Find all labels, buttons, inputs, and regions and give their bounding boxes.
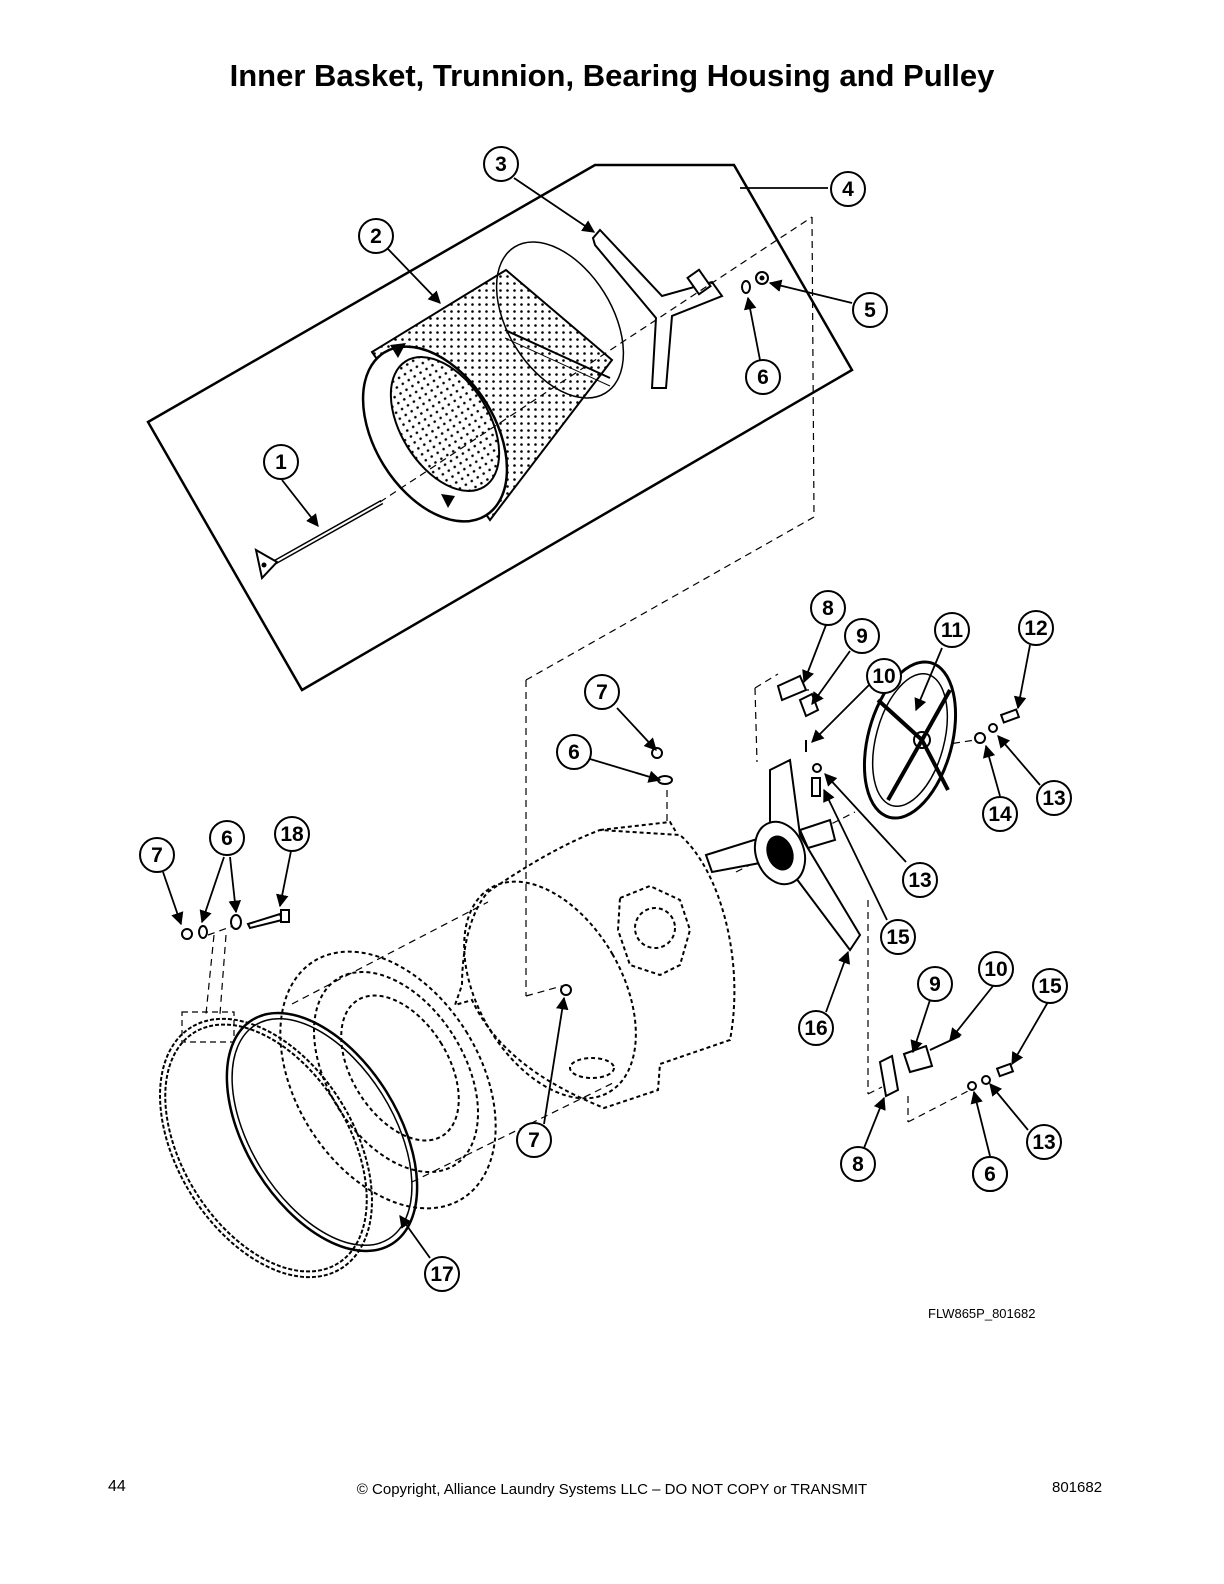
- callout-9: 9: [917, 966, 953, 1002]
- svg-text:7: 7: [151, 844, 163, 867]
- svg-text:15: 15: [886, 926, 910, 949]
- callout-15: 15: [1032, 968, 1068, 1004]
- callout-7: 7: [139, 837, 175, 873]
- callout-8: 8: [840, 1146, 876, 1182]
- callout-7: 7: [516, 1122, 552, 1158]
- callout-6: 6: [209, 820, 245, 856]
- svg-text:12: 12: [1024, 617, 1047, 640]
- assembly-axis-lines: [205, 216, 976, 1183]
- svg-text:6: 6: [221, 827, 233, 850]
- svg-text:9: 9: [856, 625, 868, 648]
- callout-15: 15: [880, 919, 916, 955]
- svg-text:1: 1: [275, 451, 287, 474]
- svg-text:7: 7: [528, 1129, 540, 1152]
- svg-text:9: 9: [929, 973, 941, 996]
- svg-text:8: 8: [852, 1153, 864, 1176]
- page-number: 44: [108, 1478, 126, 1495]
- callout-6: 6: [972, 1156, 1008, 1192]
- callout-13: 13: [1026, 1124, 1062, 1160]
- tub-front-ring: [279, 950, 497, 1210]
- copyright-notice: © Copyright, Alliance Laundry Systems LL…: [356, 1481, 868, 1498]
- svg-text:13: 13: [908, 869, 931, 892]
- callout-13: 13: [1036, 780, 1072, 816]
- page-title: Inner Basket, Trunnion, Bearing Housing …: [229, 58, 995, 93]
- svg-text:10: 10: [872, 665, 895, 688]
- part-17-band: [159, 1011, 419, 1279]
- svg-text:6: 6: [984, 1163, 996, 1186]
- svg-text:14: 14: [988, 803, 1012, 826]
- svg-text:15: 15: [1038, 975, 1062, 998]
- callout-17: 17: [424, 1256, 460, 1292]
- svg-text:13: 13: [1032, 1131, 1055, 1154]
- part-1-rod: [254, 499, 384, 581]
- callout-13: 13: [902, 862, 938, 898]
- svg-text:18: 18: [280, 823, 304, 846]
- part-5-6-hardware: [741, 271, 769, 294]
- svg-text:13: 13: [1042, 787, 1065, 810]
- svg-text:17: 17: [430, 1263, 453, 1286]
- svg-text:3: 3: [495, 153, 507, 176]
- part-2-basket: [361, 241, 625, 523]
- callout-18: 18: [274, 816, 310, 852]
- svg-text:2: 2: [370, 225, 382, 248]
- callout-11: 11: [934, 612, 970, 648]
- callout-3: 3: [483, 146, 519, 182]
- part-11-pulley: [862, 660, 958, 820]
- svg-text:6: 6: [757, 366, 769, 389]
- svg-text:7: 7: [596, 681, 608, 704]
- svg-text:6: 6: [568, 741, 580, 764]
- callout-7: 7: [584, 674, 620, 710]
- callout-10: 10: [978, 951, 1014, 987]
- svg-text:11: 11: [941, 619, 964, 642]
- callout-6: 6: [556, 734, 592, 770]
- callout-8: 8: [810, 590, 846, 626]
- callout-1: 1: [263, 444, 299, 480]
- callout-4: 4: [830, 171, 866, 207]
- callout-10: 10: [866, 658, 902, 694]
- leader-lines: [162, 177, 1049, 1259]
- callout-2: 2: [358, 218, 394, 254]
- callout-16: 16: [798, 1010, 834, 1046]
- callout-9: 9: [844, 618, 880, 654]
- part-16-bearing-housing: [704, 758, 862, 952]
- svg-text:5: 5: [864, 299, 876, 322]
- small-hardware: [181, 674, 1021, 1098]
- callout-6: 6: [745, 359, 781, 395]
- basket-assembly-box: [146, 163, 854, 692]
- outer-tub: [453, 820, 736, 1110]
- svg-text:10: 10: [984, 958, 1007, 981]
- callouts: 1 2 3 4 5 6 6 7 6 7 6 18 8 9 10 11 12 14…: [139, 146, 1072, 1292]
- svg-text:4: 4: [842, 178, 854, 201]
- callout-12: 12: [1018, 610, 1054, 646]
- document-number: 801682: [1052, 1479, 1103, 1496]
- svg-text:16: 16: [804, 1017, 827, 1040]
- callout-5: 5: [852, 292, 888, 328]
- callout-14: 14: [982, 796, 1018, 832]
- svg-text:8: 8: [822, 597, 834, 620]
- drawing-code: FLW865P_801682: [928, 1306, 1036, 1321]
